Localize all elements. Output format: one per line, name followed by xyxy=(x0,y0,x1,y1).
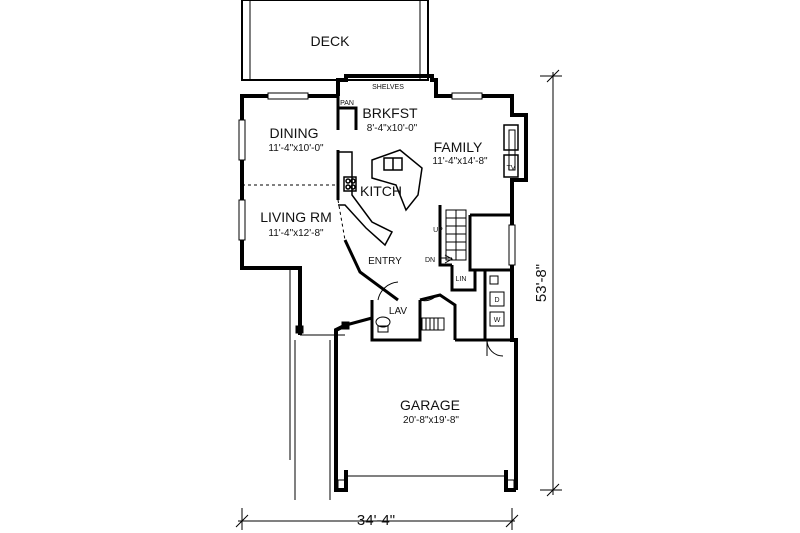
living-room-size: 11'-4"x12'-8" xyxy=(268,228,324,239)
family-size: 11'-4"x14'-8" xyxy=(432,156,488,167)
lav-label: LAV xyxy=(389,306,407,317)
linen-label: LIN xyxy=(456,276,467,283)
entry-label: ENTRY xyxy=(368,256,402,267)
kitchen-counter xyxy=(338,151,394,247)
stairs-up-label: UP xyxy=(433,227,443,234)
depth-dimension: 53'-8" xyxy=(533,264,550,302)
kitchen-label: KITCH xyxy=(360,183,402,199)
garage-size: 20'-8"x19'-8" xyxy=(403,415,459,426)
shelves-label: SHELVES xyxy=(372,84,404,91)
lav-fixtures xyxy=(375,316,445,333)
porch xyxy=(289,268,350,500)
windows xyxy=(238,92,516,266)
interior-walls xyxy=(336,96,512,342)
laundry-fixtures xyxy=(489,275,505,327)
dining-label: DINING xyxy=(270,125,319,141)
breakfast-label: BRKFST xyxy=(362,105,418,121)
deck-label: DECK xyxy=(311,33,351,49)
living-room-label: LIVING RM xyxy=(260,209,332,225)
garage-label: GARAGE xyxy=(400,397,460,413)
staircase xyxy=(440,209,467,264)
pantry-label: PAN xyxy=(340,100,354,107)
dryer-label: D xyxy=(494,297,499,304)
washer-label: W xyxy=(494,317,501,324)
dining-size: 11'-4"x10'-0" xyxy=(268,143,324,154)
garage-door xyxy=(337,475,515,491)
door-swings xyxy=(377,281,504,357)
tv-label: TV xyxy=(507,165,516,172)
dimension-lines xyxy=(235,69,562,530)
breakfast-size: 8'-4"x10'-0" xyxy=(367,123,418,134)
fireplace xyxy=(503,124,519,178)
stairs-down-label: DN xyxy=(425,257,435,264)
kitchen-island xyxy=(371,149,423,212)
opening-lines xyxy=(242,184,346,241)
width-dimension: 34'-4" xyxy=(357,512,395,529)
deck-outline xyxy=(241,0,429,81)
family-label: FAMILY xyxy=(434,139,483,155)
